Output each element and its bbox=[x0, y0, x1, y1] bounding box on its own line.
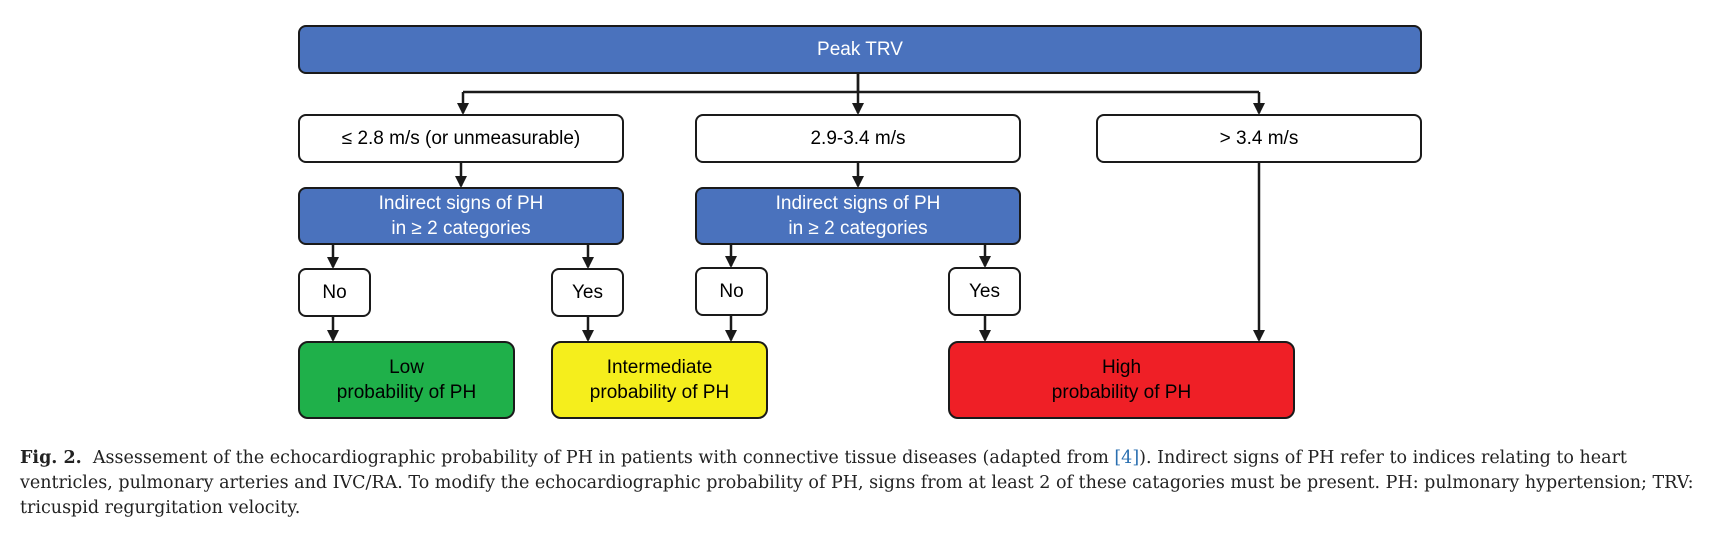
range-label: 2.9-3.4 m/s bbox=[810, 128, 906, 149]
figure-label: Fig. 2. bbox=[20, 448, 82, 468]
question-line: in ≥ 2 categories bbox=[788, 218, 928, 239]
question-line: in ≥ 2 categories bbox=[391, 218, 531, 239]
caption-text: ). Indirect signs of PH refer to indices… bbox=[20, 448, 1694, 518]
figure-caption: Fig. 2. Assessement of the echocardiogra… bbox=[20, 446, 1710, 521]
outcome-line: Low bbox=[389, 357, 424, 378]
range-label: ≤ 2.8 m/s (or unmeasurable) bbox=[341, 128, 581, 149]
question-line: Indirect signs of PH bbox=[378, 193, 544, 214]
outcome-line: probability of PH bbox=[336, 382, 477, 403]
outcome-line: High bbox=[1101, 357, 1142, 378]
outcome-line: probability of PH bbox=[589, 382, 730, 403]
range-node-high: > 3.4 m/s bbox=[1096, 114, 1422, 163]
answer-no-left: No bbox=[298, 268, 371, 317]
range-node-low: ≤ 2.8 m/s (or unmeasurable) bbox=[298, 114, 624, 163]
outcome-line: Intermediate bbox=[606, 357, 713, 378]
range-label: > 3.4 m/s bbox=[1219, 128, 1299, 149]
root-node: Peak TRV bbox=[298, 25, 1422, 74]
caption-text: Assessement of the echocardiographic pro… bbox=[92, 448, 1115, 468]
range-node-mid: 2.9-3.4 m/s bbox=[695, 114, 1021, 163]
question-node-left: Indirect signs of PH in ≥ 2 categories bbox=[298, 187, 624, 245]
answer-label: No bbox=[719, 281, 744, 302]
answer-label: No bbox=[322, 282, 347, 303]
answer-no-middle: No bbox=[695, 267, 768, 316]
reference-link[interactable]: [4] bbox=[1114, 448, 1140, 468]
question-line: Indirect signs of PH bbox=[775, 193, 941, 214]
outcome-line: probability of PH bbox=[1051, 382, 1192, 403]
answer-yes-middle: Yes bbox=[948, 267, 1021, 316]
question-node-middle: Indirect signs of PH in ≥ 2 categories bbox=[695, 187, 1021, 245]
answer-yes-left: Yes bbox=[551, 268, 624, 317]
answer-label: Yes bbox=[969, 281, 1000, 302]
answer-label: Yes bbox=[572, 282, 603, 303]
outcome-high: High probability of PH bbox=[948, 341, 1295, 419]
outcome-intermediate: Intermediate probability of PH bbox=[551, 341, 768, 419]
outcome-low: Low probability of PH bbox=[298, 341, 515, 419]
root-label: Peak TRV bbox=[817, 39, 903, 60]
